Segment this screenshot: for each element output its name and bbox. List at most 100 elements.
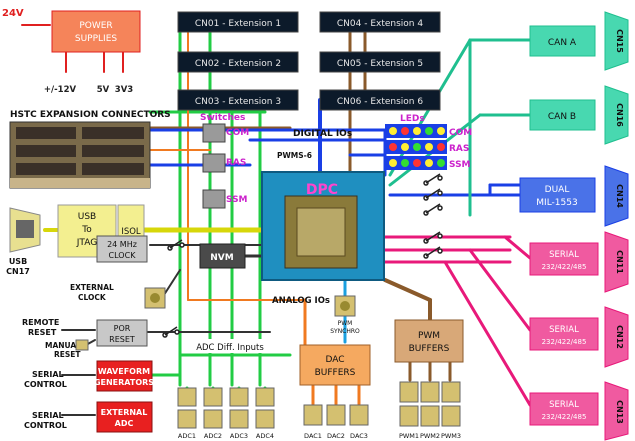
adc-connectors: ADC1 ADC2 ADC3 ADC4	[178, 388, 274, 440]
power-title-2: SUPPLIES	[75, 34, 118, 44]
external-adc-label-1: EXTERNAL	[101, 408, 148, 417]
pwm-synchro-2: SYNCHRO	[330, 328, 360, 335]
power-input-label: 24V	[2, 8, 24, 19]
pwms-label: PWMS-6	[277, 151, 312, 160]
pwm2-connector-b	[421, 406, 439, 426]
serial-2-label-2: 232/422/485	[542, 338, 587, 346]
hstc-slot-1	[16, 127, 76, 139]
adc2-connector-a	[204, 388, 222, 406]
switch-1	[203, 124, 225, 142]
adc4-label: ADC4	[256, 432, 274, 440]
manual-reset-2: RESET	[54, 350, 81, 359]
cn04-label: CN04 - Extension 4	[337, 19, 423, 29]
dpc-chip-core	[297, 208, 345, 256]
por-label-2: RESET	[109, 335, 135, 344]
dac-buffers-box	[300, 345, 370, 385]
dpc-block: DPC	[262, 172, 384, 280]
cn05-label: CN05 - Extension 5	[337, 59, 423, 69]
cn02-label: CN02 - Extension 2	[195, 59, 281, 69]
adc4-connector-a	[256, 388, 274, 406]
power-out-label-2: 5V	[97, 85, 110, 95]
external-adc-label-2: ADC	[115, 419, 134, 428]
switch-ssm-label: SSM	[226, 195, 248, 205]
adc2-connector-b	[204, 410, 222, 428]
clock-label-2: CLOCK	[109, 251, 137, 260]
digital-ios-label: DIGITAL IOs	[293, 129, 352, 139]
pwm-synchro-port	[340, 301, 350, 311]
dac1-connector	[304, 405, 322, 425]
waveform-label-2: GENERATORS	[94, 378, 154, 387]
dac-buffers-label-2: BUFFERS	[315, 368, 356, 378]
pwm2-label: PWM2	[420, 432, 440, 440]
cn12-label: CN12	[615, 325, 624, 349]
nvm-label: NVM	[210, 253, 233, 263]
usb-label-3: JTAG	[76, 238, 97, 248]
switch-com-label: COM	[226, 128, 249, 138]
usb-port	[16, 220, 34, 238]
adc2-label: ADC2	[204, 432, 222, 440]
serial-control-2-l2: CONTROL	[24, 421, 67, 430]
pwm2-connector-a	[421, 382, 439, 402]
power-supply-block: 24V POWER SUPPLIES +/-12V 5V 3V3	[2, 8, 140, 95]
can-b-label: CAN B	[548, 112, 576, 122]
adc1-label: ADC1	[178, 432, 196, 440]
dac1-label: DAC1	[304, 432, 322, 440]
cn15-label: CN15	[615, 29, 624, 53]
cn14-label: CN14	[615, 184, 624, 208]
pwm1-label: PWM1	[399, 432, 419, 440]
hstc-connectors: HSTC EXPANSION CONNECTORS	[10, 110, 171, 188]
power-title-1: POWER	[79, 21, 112, 31]
manual-reset-button	[76, 340, 88, 350]
mil-1553-label-2: MIL-1553	[536, 198, 577, 208]
waveform-label-1: WAVEFORM	[98, 367, 150, 376]
hstc-slot-3	[16, 145, 76, 157]
power-out-label-1: +/-12V	[44, 85, 77, 95]
serial-control-2-l1: SERIAL	[32, 411, 64, 420]
adc3-connector-a	[230, 388, 248, 406]
power-out-label-3: 3V3	[115, 85, 133, 95]
pwm-buffers-label-1: PWM	[418, 331, 440, 341]
serial-1-label-1: SERIAL	[549, 250, 579, 260]
cn01-label: CN01 - Extension 1	[195, 19, 281, 29]
switch-3	[203, 190, 225, 208]
switch-ras-label: RAS	[226, 158, 246, 168]
serial-3-label-2: 232/422/485	[542, 413, 587, 421]
mil-1553-label-1: DUAL	[545, 185, 570, 195]
pwm3-connector-a	[442, 382, 460, 402]
pwm-buffers-label-2: BUFFERS	[409, 344, 450, 354]
hstc-strip	[10, 178, 150, 188]
pwm-buffers-box	[395, 320, 463, 362]
adc1-connector-a	[178, 388, 196, 406]
leds-block: LEDs COM RAS SSM	[385, 114, 472, 170]
pwm1-connector-a	[400, 382, 418, 402]
serial-3-label-1: SERIAL	[549, 400, 579, 410]
cn16-label: CN16	[615, 103, 624, 127]
cn13-label: CN13	[615, 400, 624, 424]
pink-s1	[505, 237, 530, 258]
usb-cn-1: USB	[9, 257, 27, 266]
pwm3-connector-b	[442, 406, 460, 426]
reset-block: REMOTE RESET MANUAL RESET POR RESET	[22, 318, 147, 359]
serial-2-label-1: SERIAL	[549, 325, 579, 335]
adc4-connector-b	[256, 410, 274, 428]
dac3-label: DAC3	[350, 432, 368, 440]
usb-label-1: USB	[78, 212, 96, 222]
dac-buffers-label-1: DAC	[325, 355, 344, 365]
dac2-connector	[327, 405, 345, 425]
remote-reset-2: RESET	[28, 328, 57, 337]
remote-reset-1: REMOTE	[22, 318, 59, 327]
pwm1-connector-b	[400, 406, 418, 426]
usb-cn-2: CN17	[6, 267, 30, 276]
switches-label: Switches	[200, 113, 245, 123]
hstc-slot-2	[82, 127, 144, 139]
pwm-synchro-1: PWM	[338, 320, 353, 327]
clock-label-1: 24 MHz	[107, 240, 137, 249]
analog-ios-label: ANALOG IOs	[272, 296, 330, 306]
hstc-slot-5	[16, 163, 76, 175]
led-ras-label: RAS	[449, 144, 469, 154]
adc1-connector-b	[178, 410, 196, 428]
serial-1-label-2: 232/422/485	[542, 263, 587, 271]
por-label-1: POR	[114, 324, 131, 333]
switch-2	[203, 154, 225, 172]
